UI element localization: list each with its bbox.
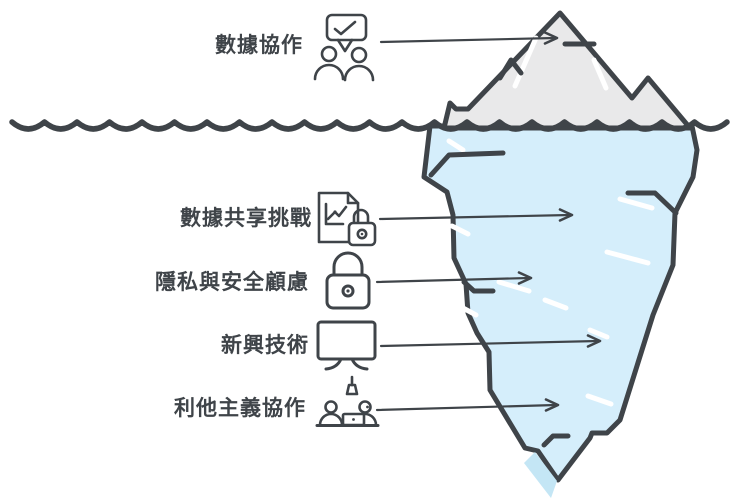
arrow-emerging-tech <box>379 334 602 348</box>
label-altruistic-collaboration: 利他主義協作 <box>174 397 306 420</box>
ice-crevice-lines <box>428 41 679 448</box>
label-emerging-tech: 新興技術 <box>221 334 309 357</box>
collaboration-desk-icon <box>315 375 380 427</box>
arrow-privacy-security <box>375 271 533 285</box>
iceberg-above-water <box>441 10 693 131</box>
monitor-icon <box>316 320 377 371</box>
iceberg-below-water <box>421 123 700 483</box>
annotation-arrows <box>375 31 602 412</box>
arrow-altruistic-collaboration <box>375 398 560 412</box>
padlock-icon <box>325 251 371 310</box>
arrow-data-collaboration <box>379 31 559 45</box>
waterline <box>9 119 730 132</box>
label-privacy-security: 隱私與安全顧慮 <box>155 271 309 294</box>
iceberg-tip-shadow <box>524 452 557 498</box>
arrow-data-sharing-challenges <box>378 208 574 222</box>
ice-highlights-above <box>512 35 609 91</box>
ice-highlights <box>446 138 655 407</box>
document-chart-lock-icon <box>317 191 377 247</box>
label-data-sharing-challenges: 數據共享挑戰 <box>180 207 312 230</box>
label-data-collaboration: 數據協作 <box>215 34 303 57</box>
collaboration-approval-icon <box>313 13 375 82</box>
